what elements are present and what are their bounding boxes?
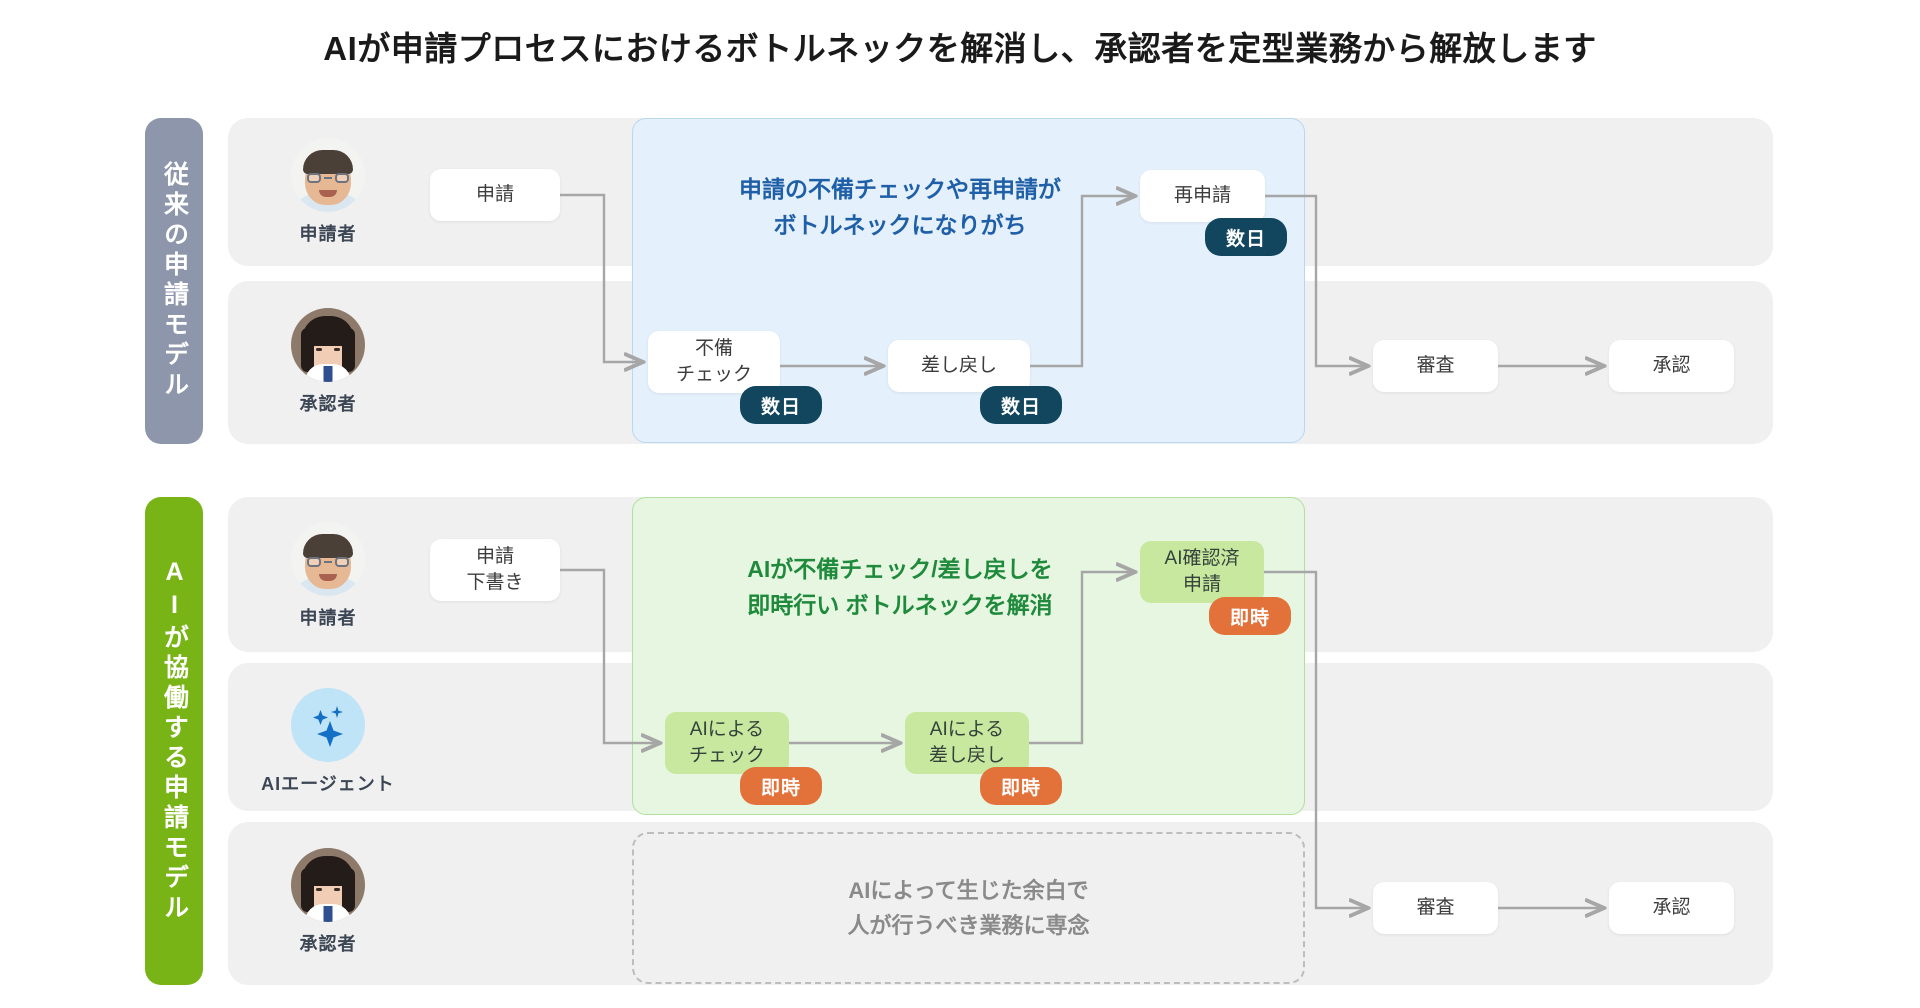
legacy-actor-applicant-label: 申請者 — [299, 224, 357, 244]
ai-actor-applicant: 申請者 — [248, 522, 408, 630]
legacy-actor-approver: 承認者 — [248, 308, 408, 416]
ai-badge-verified-application: 即時 — [1209, 597, 1291, 635]
applicant-avatar — [291, 138, 365, 212]
ai-sparkle-icon — [291, 688, 365, 762]
ai-section-label-text: AIが協働する申請モデル — [160, 558, 189, 924]
ai-actor-approver: 承認者 — [248, 848, 408, 956]
legacy-node-reapply[interactable]: 再申請 — [1140, 170, 1265, 222]
legacy-node-application[interactable]: 申請 — [430, 169, 560, 221]
legacy-bottleneck-caption: 申請の不備チェックや再申請が ボトルネックになりがち — [739, 176, 1061, 238]
ai-actor-agent-label: AIエージェント — [261, 774, 395, 794]
legacy-section-label: 従来の申請モデル — [145, 118, 203, 444]
legacy-node-review[interactable]: 審査 — [1373, 340, 1498, 392]
legacy-badge-sendback: 数日 — [980, 386, 1062, 424]
ai-actor-approver-label: 承認者 — [299, 934, 357, 954]
ai-node-ai-sendback[interactable]: AIによる 差し戻し — [905, 712, 1029, 774]
legacy-node-defect-check[interactable]: 不備 チェック — [648, 331, 780, 393]
ai-human-focus-box: AIによって生じた余白で 人が行うべき業務に専念 — [632, 832, 1305, 984]
ai-section-label: AIが協働する申請モデル — [145, 497, 203, 985]
approver-avatar — [291, 848, 365, 922]
ai-actor-applicant-label: 申請者 — [299, 608, 357, 628]
legacy-node-approve[interactable]: 承認 — [1609, 340, 1734, 392]
ai-node-verified-application[interactable]: AI確認済 申請 — [1140, 541, 1264, 603]
ai-approver-row-band — [228, 822, 1773, 985]
legacy-node-sendback[interactable]: 差し戻し — [888, 340, 1030, 392]
legacy-badge-reapply: 数日 — [1205, 218, 1287, 256]
page-title: AIが申請プロセスにおけるボトルネックを解消し、承認者を定型業務から解放します — [323, 30, 1597, 67]
ai-node-review[interactable]: 審査 — [1373, 882, 1498, 934]
ai-node-draft[interactable]: 申請 下書き — [430, 539, 560, 601]
ai-node-approve[interactable]: 承認 — [1609, 882, 1734, 934]
ai-node-ai-check[interactable]: AIによる チェック — [665, 712, 789, 774]
ai-badge-ai-check: 即時 — [740, 767, 822, 805]
ai-human-focus-text: AIによって生じた余白で 人が行うべき業務に専念 — [847, 877, 1090, 938]
approver-avatar — [291, 308, 365, 382]
legacy-badge-defect-check: 数日 — [740, 386, 822, 424]
legacy-actor-applicant: 申請者 — [248, 138, 408, 246]
legacy-section-label-text: 従来の申請モデル — [160, 161, 189, 401]
legacy-actor-approver-label: 承認者 — [299, 394, 357, 414]
ai-badge-ai-sendback: 即時 — [980, 767, 1062, 805]
ai-actor-agent: AIエージェント — [248, 688, 408, 796]
applicant-avatar — [291, 522, 365, 596]
legacy-bottleneck-panel — [632, 118, 1305, 443]
ai-resolution-caption: AIが不備チェック/差し戻しを 即時行い ボトルネックを解消 — [747, 556, 1053, 618]
